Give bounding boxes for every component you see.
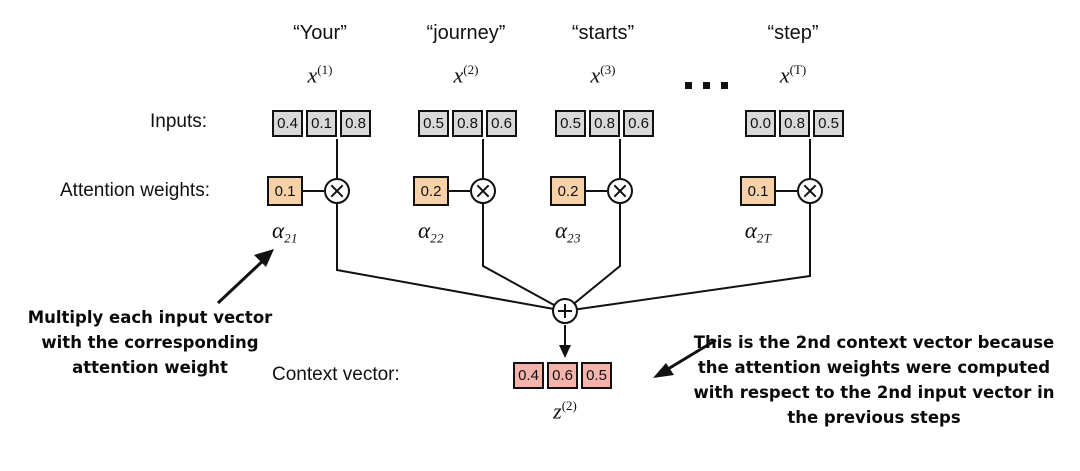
input-cell: 0.5 <box>555 110 586 137</box>
annotation-right-line-1: This is the 2nd context vector because <box>693 333 1055 352</box>
input-vector-4: 0.0 0.8 0.5 <box>745 110 844 137</box>
attention-weight-cell-1: 0.1 <box>267 176 303 206</box>
token-symbol-sup-3: (3) <box>600 62 616 77</box>
input-cell: 0.5 <box>418 110 449 137</box>
alpha-label-1: α21 <box>255 218 315 247</box>
context-cell: 0.6 <box>547 362 578 389</box>
token-word-4: “step” <box>767 22 819 44</box>
alpha-sub-3: 23 <box>567 230 581 246</box>
token-symbol-base-1: x <box>307 62 318 88</box>
token-symbol-sup-1: (1) <box>317 62 333 77</box>
annotation-right: This is the 2nd context vector because t… <box>672 330 1076 430</box>
input-cell: 0.8 <box>589 110 620 137</box>
input-cell: 0.8 <box>340 110 371 137</box>
multiply-operator-icon-1 <box>324 178 350 204</box>
input-cell: 0.8 <box>779 110 810 137</box>
input-cell: 0.6 <box>623 110 654 137</box>
row-label-inputs: Inputs: <box>150 111 208 132</box>
input-vector-1: 0.4 0.1 0.8 <box>272 110 371 137</box>
context-cell: 0.5 <box>581 362 612 389</box>
input-cell: 0.8 <box>452 110 483 137</box>
multiply-operator-icon-4 <box>797 178 823 204</box>
input-cell: 0.1 <box>306 110 337 137</box>
token-symbol-4: x(T) <box>745 62 841 88</box>
annotation-right-line-4: the previous steps <box>787 408 961 427</box>
context-vector-row: 0.4 0.6 0.5 <box>513 362 612 389</box>
context-symbol: z(2) <box>517 398 613 424</box>
token-symbol-1: x(1) <box>272 62 368 88</box>
annotation-left-line-2: with the corresponding <box>41 333 259 352</box>
multiply-operator-icon-2 <box>470 178 496 204</box>
input-cell: 0.6 <box>486 110 517 137</box>
input-vector-3: 0.5 0.8 0.6 <box>555 110 654 137</box>
annotation-left-line-1: Multiply each input vector <box>27 308 273 327</box>
token-symbol-base-2: x <box>453 62 464 88</box>
annotation-left: Multiply each input vector with the corr… <box>8 305 292 380</box>
alpha-base-3: α <box>555 218 568 243</box>
input-vector-2: 0.5 0.8 0.6 <box>418 110 517 137</box>
context-symbol-sup: (2) <box>561 398 577 413</box>
input-cell: 0.0 <box>745 110 776 137</box>
attention-weight-cell-4: 0.1 <box>740 176 776 206</box>
alpha-label-3: α23 <box>538 218 598 247</box>
annotation-right-line-3: with respect to the 2nd input vector in <box>693 383 1055 402</box>
ellipsis-icon <box>685 82 728 89</box>
alpha-sub-2: 22 <box>430 230 444 246</box>
context-symbol-base: z <box>553 398 562 424</box>
attention-weight-cell-2: 0.2 <box>413 176 449 206</box>
alpha-base-4: α <box>744 218 757 243</box>
row-label-attention-weights: Attention weights: <box>60 180 210 201</box>
token-word-1: “Your” <box>293 22 347 44</box>
alpha-label-2: α22 <box>401 218 461 247</box>
token-symbol-3: x(3) <box>555 62 651 88</box>
token-symbol-sup-4: (T) <box>789 62 807 77</box>
alpha-base-1: α <box>272 218 285 243</box>
alpha-label-4: α2T <box>728 218 788 247</box>
token-word-3: “starts” <box>571 22 635 44</box>
input-cell: 0.4 <box>272 110 303 137</box>
attention-weight-cell-3: 0.2 <box>550 176 586 206</box>
annotation-right-line-2: the attention weights were computed <box>697 358 1051 377</box>
multiply-operator-icon-3 <box>607 178 633 204</box>
row-label-context-vector: Context vector: <box>272 364 400 385</box>
token-symbol-base-4: x <box>779 62 790 88</box>
context-cell: 0.4 <box>513 362 544 389</box>
input-cell: 0.5 <box>813 110 844 137</box>
token-symbol-2: x(2) <box>418 62 514 88</box>
alpha-base-2: α <box>418 218 431 243</box>
token-symbol-sup-2: (2) <box>463 62 479 77</box>
annotation-left-line-3: attention weight <box>72 358 228 377</box>
alpha-sub-1: 21 <box>284 230 298 246</box>
sum-operator-icon <box>552 298 578 324</box>
alpha-sub-4: 2T <box>756 230 772 246</box>
token-symbol-base-3: x <box>590 62 601 88</box>
token-word-2: “journey” <box>426 22 506 44</box>
